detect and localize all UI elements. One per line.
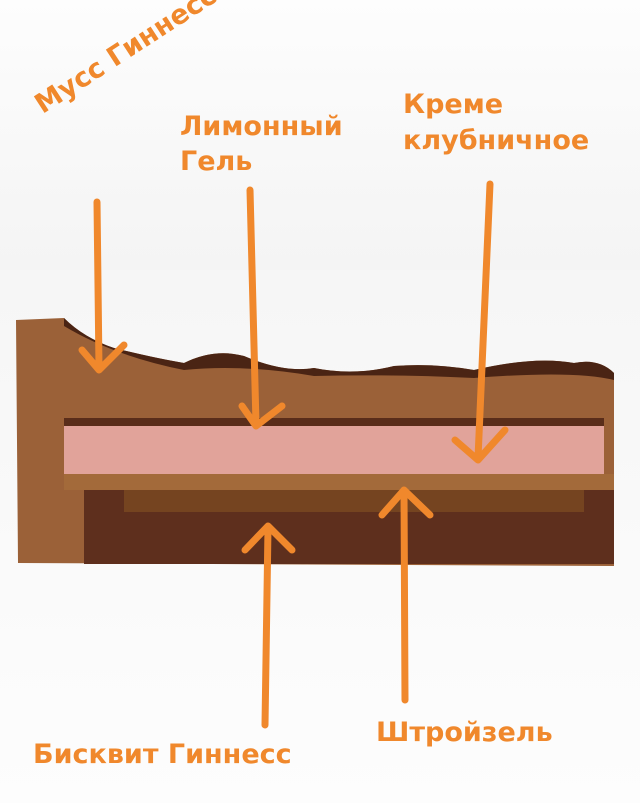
label-strawberry-line1: Креме [403,89,504,120]
cake-strawberry-cream-layer [64,426,604,474]
label-lemon-gel-line2: Гель [180,146,253,177]
arrow-biscuit [241,522,296,729]
arrow-lemon-gel [238,186,286,430]
arrow-strawberry [451,180,509,464]
label-lemon-gel-line1: Лимонный [180,111,343,142]
cake-top-glaze [64,318,614,380]
arrow-mousse [78,198,128,374]
background-wall [0,0,640,270]
cake-gel-layer [64,474,614,490]
arrow-streusel [378,486,434,704]
label-strawberry-line2: клубничное [403,125,590,156]
cake-slice-photo [16,318,614,566]
label-streusel: Штройзель [376,717,553,748]
cake-dark-line [64,418,604,426]
label-biscuit: Бисквит Гиннесс [33,739,292,770]
cake-streusel-layer [124,490,584,512]
